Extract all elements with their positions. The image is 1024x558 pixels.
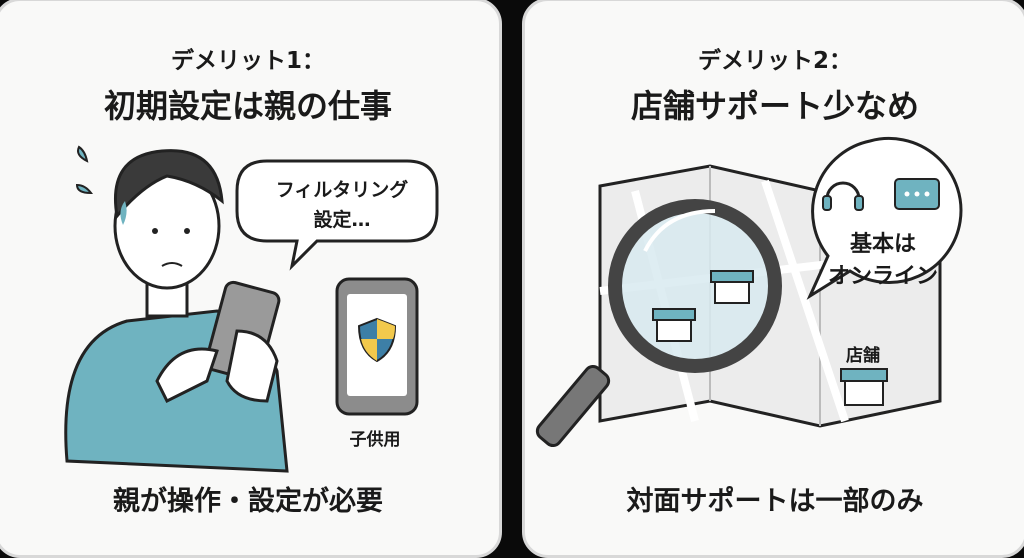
- sweat-drop-icon: [75, 183, 94, 195]
- illustration-shape: [120, 201, 127, 225]
- illustration-shape: [854, 195, 864, 211]
- speech-text: 設定…: [313, 208, 370, 231]
- map-magnifier-illustration: 店舗 基本は オンライン: [535, 136, 963, 448]
- store-icon: [844, 378, 884, 406]
- panel-heading: デメリット1：: [170, 48, 325, 74]
- speech-bubble: [806, 136, 963, 300]
- map-label: 店舗: [846, 345, 880, 366]
- illustration-shape: [643, 209, 716, 252]
- panel-title: 初期設定は親の仕事: [103, 87, 392, 125]
- magnifier-icon: [608, 199, 782, 373]
- panel-initial-setup: デメリット1： 初期設定は親の仕事 フィルタリング 設定… 子供用 親が操作・設…: [0, 0, 502, 558]
- panel-store-support: デメリット2： 店舗サポート少なめ 店舗 基本は オンライン 対面サポートは一部…: [522, 0, 1024, 558]
- illustration-shape: [904, 191, 910, 197]
- parent-with-phone-illustration: フィルタリング 設定… 子供用: [64, 145, 439, 473]
- store-icon: [656, 318, 692, 342]
- illustration-shape: [924, 191, 930, 197]
- panel-footer: 対面サポートは一部のみ: [626, 486, 924, 517]
- panel-footer: 親が操作・設定が必要: [113, 486, 383, 517]
- sweat-drop-icon: [77, 145, 89, 163]
- illustration-shape: [152, 228, 158, 234]
- illustration-shape: [652, 308, 696, 321]
- illustration-shape: [161, 262, 183, 267]
- magnifier-handle: [535, 364, 611, 448]
- store-icon: [714, 280, 750, 304]
- phone-label: 子供用: [350, 429, 401, 450]
- panel-title: 店舗サポート少なめ: [630, 87, 919, 125]
- speech-bubble: [235, 159, 439, 271]
- illustration-shape: [184, 228, 190, 234]
- hand: [225, 329, 279, 403]
- headset-icon: [825, 181, 861, 200]
- illustration-shape: [914, 191, 920, 197]
- hand: [155, 347, 219, 404]
- speech-text: 基本は: [850, 232, 916, 257]
- illustration-shape: [710, 270, 754, 283]
- speech-text: オンライン: [828, 264, 938, 289]
- speech-text: フィルタリング: [276, 178, 409, 201]
- panel-heading: デメリット2：: [697, 48, 852, 74]
- illustration-shape: [840, 368, 888, 382]
- illustration-shape: [361, 319, 395, 361]
- illustration-shape: [822, 195, 832, 211]
- hair: [114, 149, 224, 220]
